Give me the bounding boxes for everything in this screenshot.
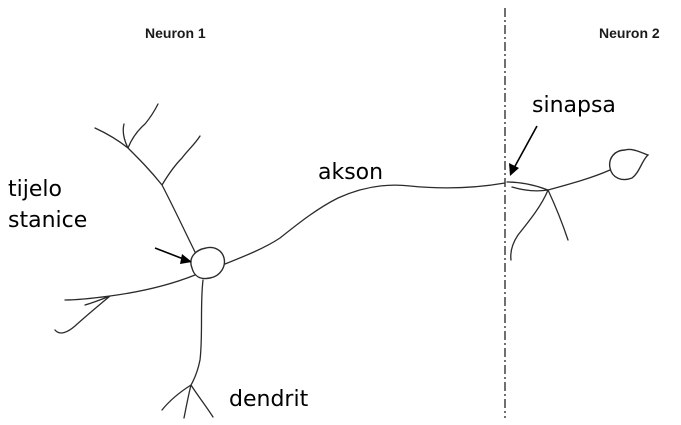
upper-dendrite (94, 103, 201, 259)
lower-dendrite (161, 279, 214, 419)
cell-body-label-line2: stanice (8, 208, 87, 233)
cell-body (190, 246, 226, 280)
cell-body-arrow (154, 247, 192, 264)
left-dendrite (54, 274, 196, 334)
synapse-label: sinapsa (532, 93, 616, 118)
neuron-2-cell-body (608, 148, 650, 181)
neuron-2-dendrites (506, 169, 611, 261)
neuron-1 (54, 103, 506, 419)
axon (224, 182, 506, 265)
cell-body-label-line1: tijelo (8, 177, 62, 202)
neuron-2-header: Neuron 2 (599, 25, 660, 41)
synapse-arrow (509, 125, 538, 176)
dendrite-label: dendrit (229, 387, 309, 412)
neuron-1-header: Neuron 1 (145, 25, 206, 41)
axon-label: akson (318, 160, 383, 185)
neuron-2 (506, 148, 650, 261)
